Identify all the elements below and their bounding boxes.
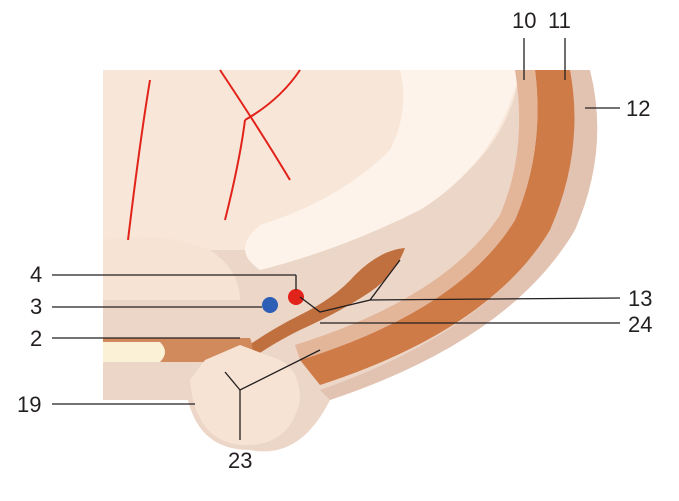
ligament-pale [103,342,165,362]
label-2: 2 [30,328,42,350]
label-11: 11 [548,10,571,32]
label-23: 23 [228,450,252,472]
label-12: 12 [626,98,650,120]
label-10: 10 [512,10,536,32]
label-19: 19 [17,394,41,416]
label-3: 3 [30,296,42,318]
label-24: 24 [628,314,652,336]
label-13: 13 [628,288,652,310]
label-4: 4 [30,264,42,286]
blue-vessel-circle [262,297,278,313]
red-vessel-circle [288,289,304,305]
